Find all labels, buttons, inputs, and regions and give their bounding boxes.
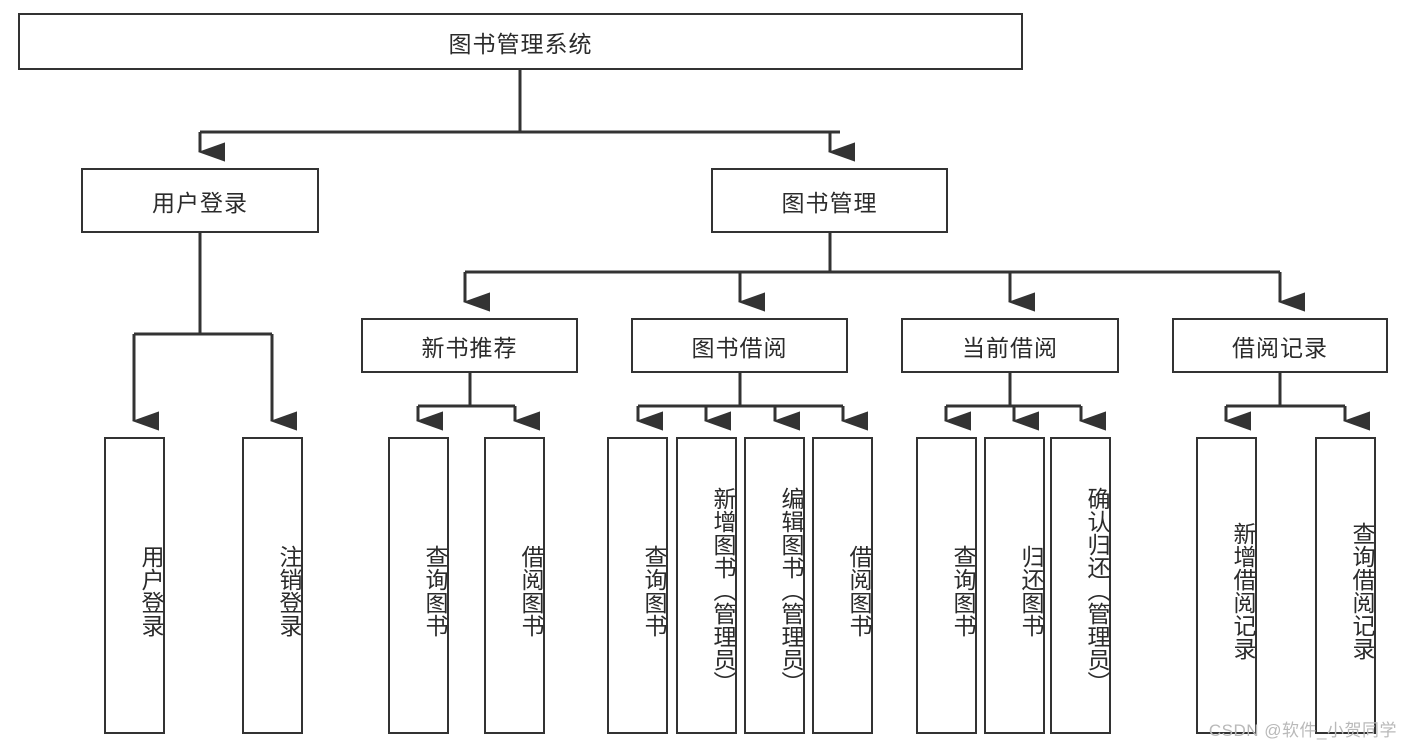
leaf-query-book-rec[interactable]: 查询图书 bbox=[388, 437, 449, 734]
node-root[interactable]: 图书管理系统 bbox=[18, 13, 1023, 70]
leaf-add-borrow-record-label: 新增借阅记录 bbox=[1230, 521, 1256, 660]
leaf-edit-book-admin-label: 编辑图书（管理员） bbox=[778, 487, 804, 694]
leaf-borrow-book-label: 借阅图书 bbox=[846, 544, 872, 637]
leaf-add-book-admin-label: 新增图书（管理员） bbox=[710, 487, 736, 694]
leaf-return-book-label: 归还图书 bbox=[1018, 544, 1044, 637]
leaf-add-borrow-record[interactable]: 新增借阅记录 bbox=[1196, 437, 1257, 734]
leaf-query-book-borrow[interactable]: 查询图书 bbox=[607, 437, 668, 734]
node-book-management-label: 图书管理 bbox=[781, 189, 878, 216]
leaf-query-borrow-record[interactable]: 查询借阅记录 bbox=[1315, 437, 1376, 734]
node-user-login[interactable]: 用户登录 bbox=[81, 168, 319, 233]
leaf-user-login[interactable]: 用户登录 bbox=[104, 437, 165, 734]
leaf-confirm-return-admin[interactable]: 确认归还（管理员） bbox=[1050, 437, 1111, 734]
leaf-logout-login-label: 注销登录 bbox=[276, 544, 302, 637]
node-book-management[interactable]: 图书管理 bbox=[711, 168, 948, 233]
leaf-add-book-admin[interactable]: 新增图书（管理员） bbox=[676, 437, 737, 734]
leaf-borrow-book-rec[interactable]: 借阅图书 bbox=[484, 437, 545, 734]
leaf-query-book-rec-label: 查询图书 bbox=[422, 544, 448, 637]
node-new-book-recommend-label: 新书推荐 bbox=[421, 334, 518, 361]
leaf-query-book-current[interactable]: 查询图书 bbox=[916, 437, 977, 734]
node-user-login-label: 用户登录 bbox=[152, 189, 248, 216]
leaf-user-login-label: 用户登录 bbox=[138, 544, 164, 637]
node-new-book-recommend[interactable]: 新书推荐 bbox=[361, 318, 578, 373]
leaf-query-book-borrow-label: 查询图书 bbox=[641, 544, 667, 637]
node-borrow-record-label: 借阅记录 bbox=[1232, 334, 1328, 361]
node-current-borrow[interactable]: 当前借阅 bbox=[901, 318, 1119, 373]
leaf-query-book-current-label: 查询图书 bbox=[950, 544, 976, 637]
leaf-edit-book-admin[interactable]: 编辑图书（管理员） bbox=[744, 437, 805, 734]
node-book-borrow-label: 图书借阅 bbox=[691, 334, 788, 361]
leaf-borrow-book-rec-label: 借阅图书 bbox=[518, 544, 544, 637]
node-current-borrow-label: 当前借阅 bbox=[962, 334, 1058, 361]
leaf-confirm-return-admin-label: 确认归还（管理员） bbox=[1084, 487, 1110, 694]
leaf-logout-login[interactable]: 注销登录 bbox=[242, 437, 303, 734]
node-borrow-record[interactable]: 借阅记录 bbox=[1172, 318, 1388, 373]
leaf-query-borrow-record-label: 查询借阅记录 bbox=[1349, 521, 1375, 660]
leaf-borrow-book[interactable]: 借阅图书 bbox=[812, 437, 873, 734]
csdn-watermark: CSDN @软件_小贺同学 bbox=[1208, 721, 1397, 740]
leaf-return-book[interactable]: 归还图书 bbox=[984, 437, 1045, 734]
node-root-label: 图书管理系统 bbox=[448, 30, 593, 57]
node-book-borrow[interactable]: 图书借阅 bbox=[631, 318, 848, 373]
